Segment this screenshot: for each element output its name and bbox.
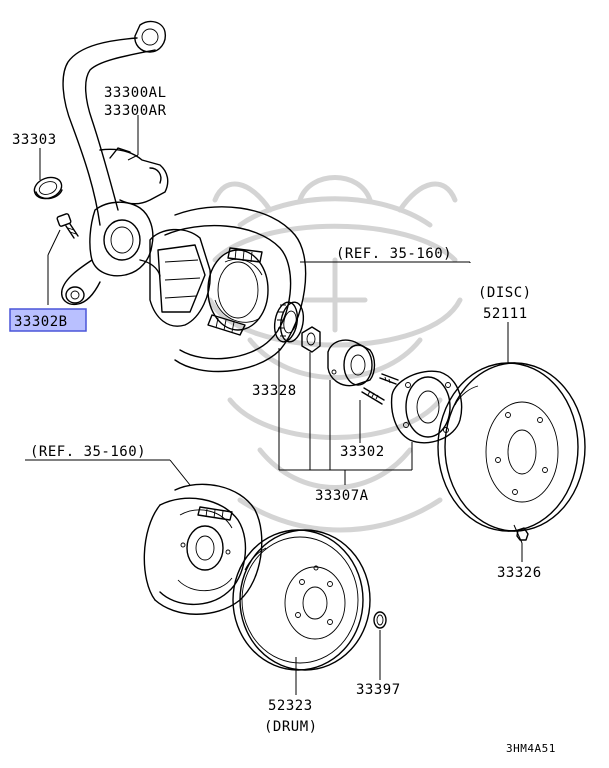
dust-cap-part[interactable] bbox=[31, 174, 64, 202]
label-disc-part: 52111 bbox=[483, 306, 528, 322]
wheel-hub-part[interactable] bbox=[390, 370, 463, 444]
label-knuckle-right: 33300AR bbox=[104, 103, 167, 119]
leader-lines bbox=[25, 115, 523, 695]
disc-screw-part[interactable] bbox=[516, 527, 529, 541]
bearing-part[interactable] bbox=[272, 300, 307, 343]
label-disc-type: (DISC) bbox=[478, 285, 532, 301]
bolt-33302b-part[interactable] bbox=[56, 213, 79, 239]
label-drum-type: (DRUM) bbox=[264, 719, 318, 735]
label-disc-screw: 33326 bbox=[497, 565, 542, 581]
label-oring: 33397 bbox=[356, 682, 401, 698]
highlight-box[interactable] bbox=[9, 308, 87, 332]
label-knuckle-left: 33300AL bbox=[104, 85, 167, 101]
hub-nut-part[interactable] bbox=[301, 326, 321, 353]
hub-bolts-part[interactable] bbox=[361, 373, 399, 405]
label-bolt-highlighted[interactable]: 33302B bbox=[14, 314, 68, 330]
label-hub-set: 33307A bbox=[315, 488, 369, 504]
label-bearing: 33328 bbox=[252, 383, 297, 399]
label-cover: 33303 bbox=[12, 132, 57, 148]
o-ring-part[interactable] bbox=[373, 611, 387, 629]
label-stud: 33302 bbox=[340, 444, 385, 460]
label-drum-part: 52323 bbox=[268, 698, 313, 714]
label-ref-upper: (REF. 35-160) bbox=[336, 246, 452, 262]
brake-drum-part[interactable] bbox=[232, 529, 371, 671]
hub-flange-part[interactable] bbox=[327, 339, 376, 387]
label-ref-lower: (REF. 35-160) bbox=[30, 444, 146, 460]
label-diagram-code: 3HM4A51 bbox=[506, 742, 556, 755]
steering-knuckle-part[interactable] bbox=[61, 20, 169, 306]
brake-backing-plate-upper[interactable] bbox=[149, 206, 307, 373]
brake-disc-part[interactable] bbox=[437, 362, 586, 532]
